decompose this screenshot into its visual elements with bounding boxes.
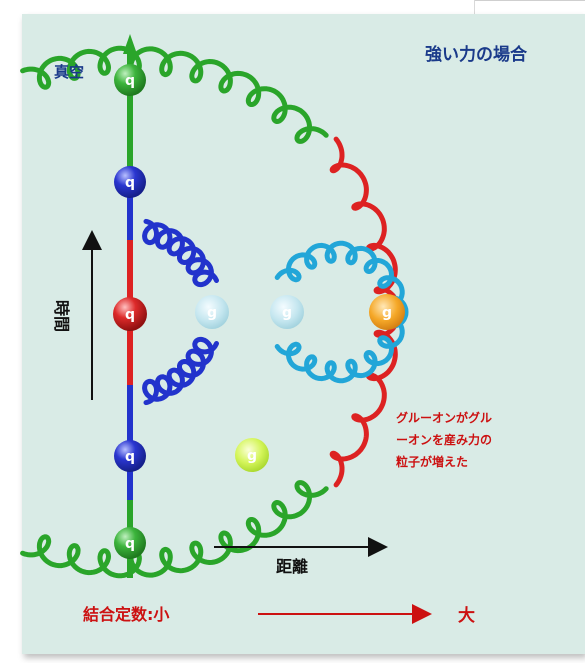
gluon-symbol: g: [247, 448, 257, 464]
quark-ball-red: q: [113, 297, 147, 331]
vacuum-label: 真空: [54, 63, 84, 81]
gluon-ball-orange: g: [369, 294, 405, 330]
distance-label: 距離: [276, 557, 308, 576]
quark-symbol: q: [125, 307, 135, 323]
gluon-spring-inner-top: [142, 218, 219, 288]
page-title: 強い力の場合: [425, 44, 528, 65]
vacuum-arrowhead: [123, 34, 137, 54]
gluon-ball-group: g g g g: [195, 294, 405, 472]
annotation-line-1: グルーオンがグル: [396, 410, 492, 425]
time-label: 時間: [52, 300, 71, 332]
gluon-ball-yellowgreen: g: [235, 438, 269, 472]
gluon-ball-pale-left: g: [195, 295, 229, 329]
gluon-spring-outer-top: [20, 45, 329, 144]
gluon-spring-outer-bottom: [20, 480, 329, 579]
coupling-label: 結合定数:小: [83, 605, 169, 624]
quark-symbol: q: [125, 449, 135, 465]
gluon-symbol: g: [282, 305, 292, 321]
annotation-line-3: 粒子が増えた: [396, 454, 468, 469]
gluon-ball-pale-center: g: [270, 295, 304, 329]
quark-symbol: q: [125, 175, 135, 191]
quark-ball-blue-lower: q: [114, 440, 146, 472]
gluon-symbol: g: [382, 305, 392, 321]
quark-symbol: q: [125, 536, 135, 552]
annotation-line-2: ーオンを産み力の: [396, 432, 492, 447]
quark-ball-blue-upper: q: [114, 166, 146, 198]
top-border-line: [475, 0, 585, 1]
gluon-symbol: g: [207, 305, 217, 321]
annotation-text: グルーオンがグル ーオンを産み力の 粒子が増えた: [396, 410, 496, 469]
quark-symbol: q: [125, 73, 135, 89]
quark-ball-green-bottom: q: [114, 527, 146, 559]
gluon-spring-middle-loop: [274, 240, 409, 384]
quark-ball-group: q q q q q: [113, 64, 147, 559]
quark-ball-green-top: q: [114, 64, 146, 96]
top-border-tick: [474, 0, 475, 14]
gluon-spring-inner-bottom: [142, 336, 219, 406]
coupling-big-label: 大: [458, 605, 475, 626]
